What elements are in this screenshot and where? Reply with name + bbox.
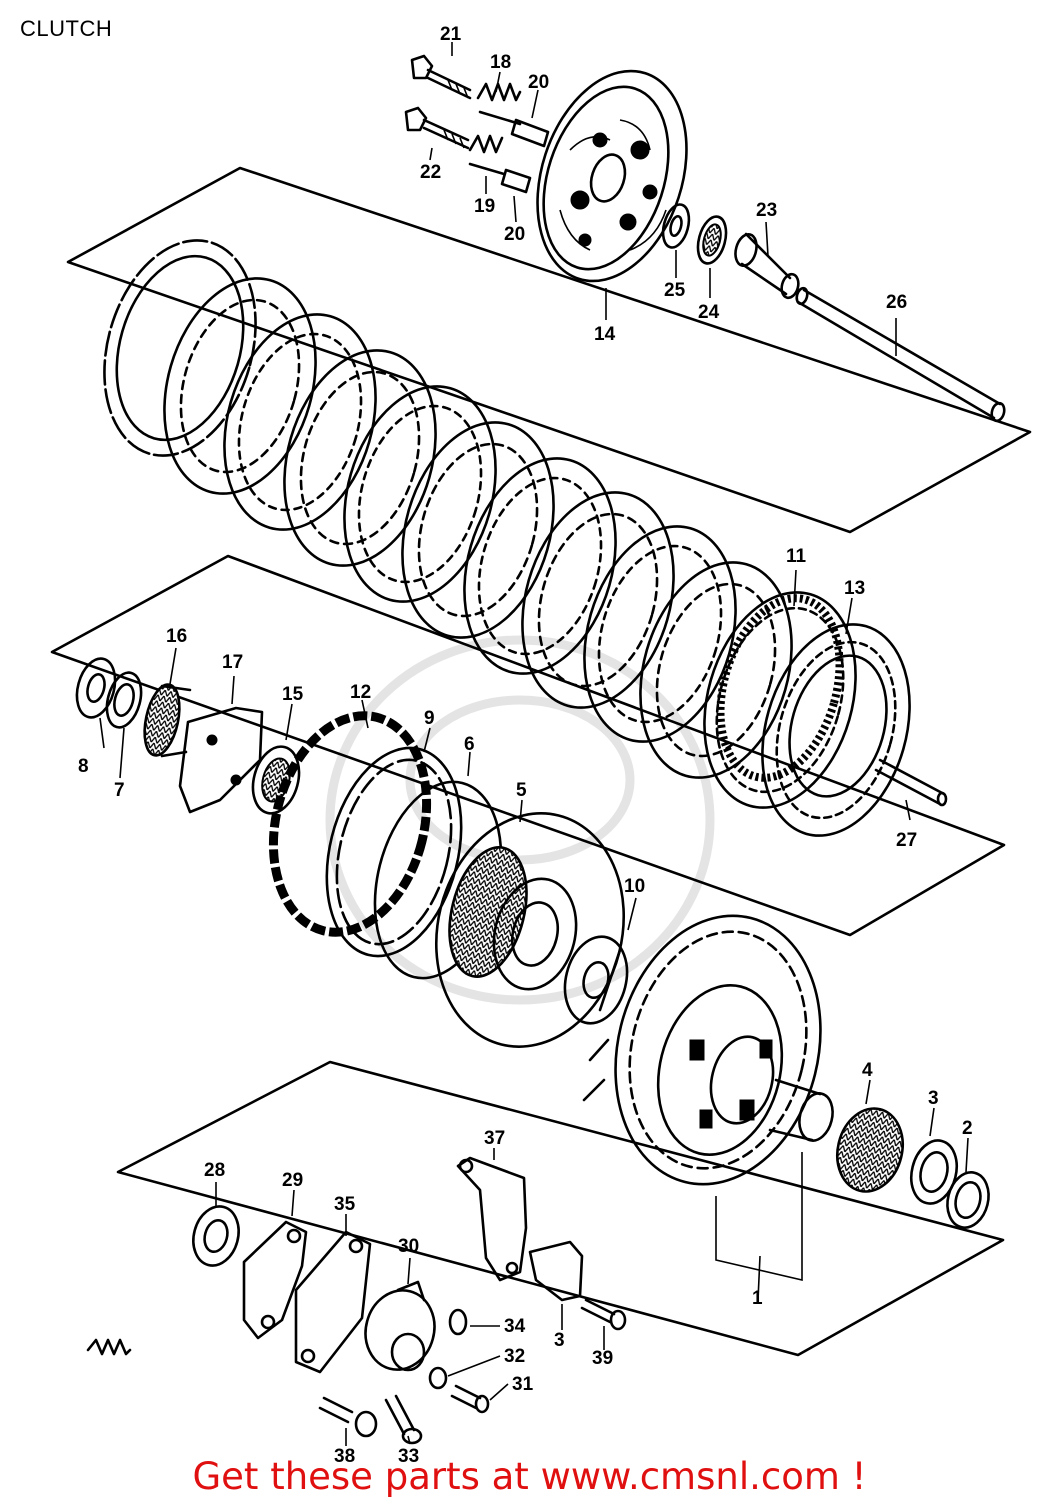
callout-29: 29 bbox=[282, 1170, 303, 1191]
callout-37: 37 bbox=[484, 1128, 505, 1149]
callout-23: 23 bbox=[756, 200, 777, 221]
clutch-plate bbox=[103, 239, 257, 457]
callout-6: 6 bbox=[464, 734, 475, 755]
clutch-plate bbox=[639, 561, 793, 779]
callout-35: 35 bbox=[334, 1194, 356, 1215]
plate-12 bbox=[268, 711, 432, 937]
callout-16: 16 bbox=[166, 626, 187, 647]
bearing-24 bbox=[696, 215, 728, 265]
callout-20b: 20 bbox=[504, 224, 525, 245]
gear-plate-17 bbox=[178, 706, 264, 814]
thrust-washer-3 bbox=[909, 1139, 959, 1205]
panel-outlines bbox=[50, 166, 1032, 1357]
clutch-plate bbox=[401, 421, 555, 639]
callout-15: 15 bbox=[282, 684, 304, 705]
push-piece-23 bbox=[734, 232, 800, 300]
clutch-hub-group bbox=[75, 657, 990, 1229]
pressure-plate-14 bbox=[536, 69, 688, 283]
callout-21: 21 bbox=[440, 24, 462, 45]
release-plate-29 bbox=[242, 1220, 308, 1340]
callout-26: 26 bbox=[886, 292, 907, 313]
callout-20a: 20 bbox=[528, 72, 549, 93]
gear-16 bbox=[143, 683, 192, 758]
clutch-plate bbox=[163, 277, 317, 495]
spring-seat-20b bbox=[500, 168, 532, 194]
callout-4: 4 bbox=[862, 1060, 873, 1081]
callout-8: 8 bbox=[78, 756, 89, 777]
bolt-39 bbox=[580, 1298, 627, 1331]
spring-washer-13 bbox=[788, 654, 888, 798]
callout-2: 2 bbox=[962, 1118, 973, 1139]
footer-link[interactable]: Get these parts at www.cmsnl.com ! bbox=[192, 1455, 867, 1498]
washer-7 bbox=[105, 671, 143, 729]
push-rod-27 bbox=[874, 758, 948, 807]
clutch-sleeve-hub-5 bbox=[434, 812, 626, 1048]
callout-3b: 3 bbox=[554, 1330, 565, 1351]
callout-13: 13 bbox=[844, 578, 865, 599]
push-rod-26 bbox=[795, 286, 1006, 423]
screw-31 bbox=[450, 1384, 490, 1414]
clutch-release-group bbox=[86, 1156, 627, 1445]
callout-24: 24 bbox=[698, 302, 720, 323]
callout-5: 5 bbox=[516, 780, 527, 801]
oil-seal-34 bbox=[448, 1308, 468, 1336]
release-cam-30 bbox=[364, 1280, 436, 1372]
oil-seal-28 bbox=[192, 1205, 240, 1267]
callout-18: 18 bbox=[490, 52, 511, 73]
washer-2 bbox=[946, 1171, 990, 1229]
clutch-plate bbox=[223, 313, 377, 531]
callout-27: 27 bbox=[896, 830, 917, 851]
callout-11: 11 bbox=[786, 546, 807, 567]
clutch-spring-19 bbox=[468, 134, 506, 176]
page-title: CLUTCH bbox=[20, 16, 113, 41]
release-cover-35 bbox=[294, 1230, 372, 1374]
o-ring-32 bbox=[428, 1366, 448, 1390]
callout-1: 1 bbox=[752, 1288, 763, 1309]
callout-39: 39 bbox=[592, 1348, 613, 1369]
clamp-36 bbox=[528, 1240, 584, 1302]
callout-10: 10 bbox=[624, 876, 645, 897]
leader-lines bbox=[99, 42, 969, 1446]
clutch-plate bbox=[283, 349, 437, 567]
callout-32: 32 bbox=[504, 1346, 525, 1367]
callout-38: 38 bbox=[334, 1446, 355, 1467]
callout-7: 7 bbox=[114, 780, 125, 801]
loose-spring bbox=[86, 1338, 132, 1356]
screw-33 bbox=[384, 1394, 423, 1445]
callout-30: 30 bbox=[398, 1236, 419, 1257]
callout-33: 33 bbox=[398, 1446, 419, 1467]
callout-9: 9 bbox=[424, 708, 435, 729]
clutch-bolt-21 bbox=[410, 54, 472, 100]
clutch-spring-18 bbox=[476, 82, 522, 126]
callout-31: 31 bbox=[512, 1374, 534, 1395]
callout-12: 12 bbox=[350, 682, 371, 703]
callout-3: 3 bbox=[928, 1088, 939, 1109]
callout-34: 34 bbox=[504, 1316, 526, 1337]
callout-28: 28 bbox=[204, 1160, 225, 1181]
bracket-37 bbox=[456, 1156, 528, 1282]
callout-22: 22 bbox=[420, 162, 441, 183]
clutch-plate bbox=[761, 623, 911, 837]
washer-8 bbox=[75, 657, 117, 719]
spring-seat-20a bbox=[510, 118, 550, 148]
cushion-ring-11 bbox=[716, 594, 844, 782]
callout-25: 25 bbox=[664, 280, 686, 301]
washer-10 bbox=[563, 935, 629, 1025]
needle-bearing-4 bbox=[836, 1107, 904, 1193]
screw-38 bbox=[318, 1396, 378, 1438]
clutch-plate bbox=[463, 457, 617, 675]
washer-25 bbox=[661, 203, 691, 249]
callout-17: 17 bbox=[222, 652, 243, 673]
callout-labels: 21 18 20 22 19 20 23 25 24 26 14 11 13 1… bbox=[78, 24, 973, 1467]
clutch-plate bbox=[521, 491, 675, 709]
clutch-bolt-22 bbox=[404, 106, 470, 150]
clutch-plate-stack bbox=[103, 239, 948, 837]
callout-19: 19 bbox=[474, 196, 495, 217]
pressure-plate-group bbox=[404, 54, 1006, 423]
clutch-plate bbox=[343, 385, 497, 603]
callout-14: 14 bbox=[594, 324, 616, 345]
spacer-4 bbox=[768, 1078, 834, 1142]
primary-driven-gear-1 bbox=[582, 914, 822, 1186]
